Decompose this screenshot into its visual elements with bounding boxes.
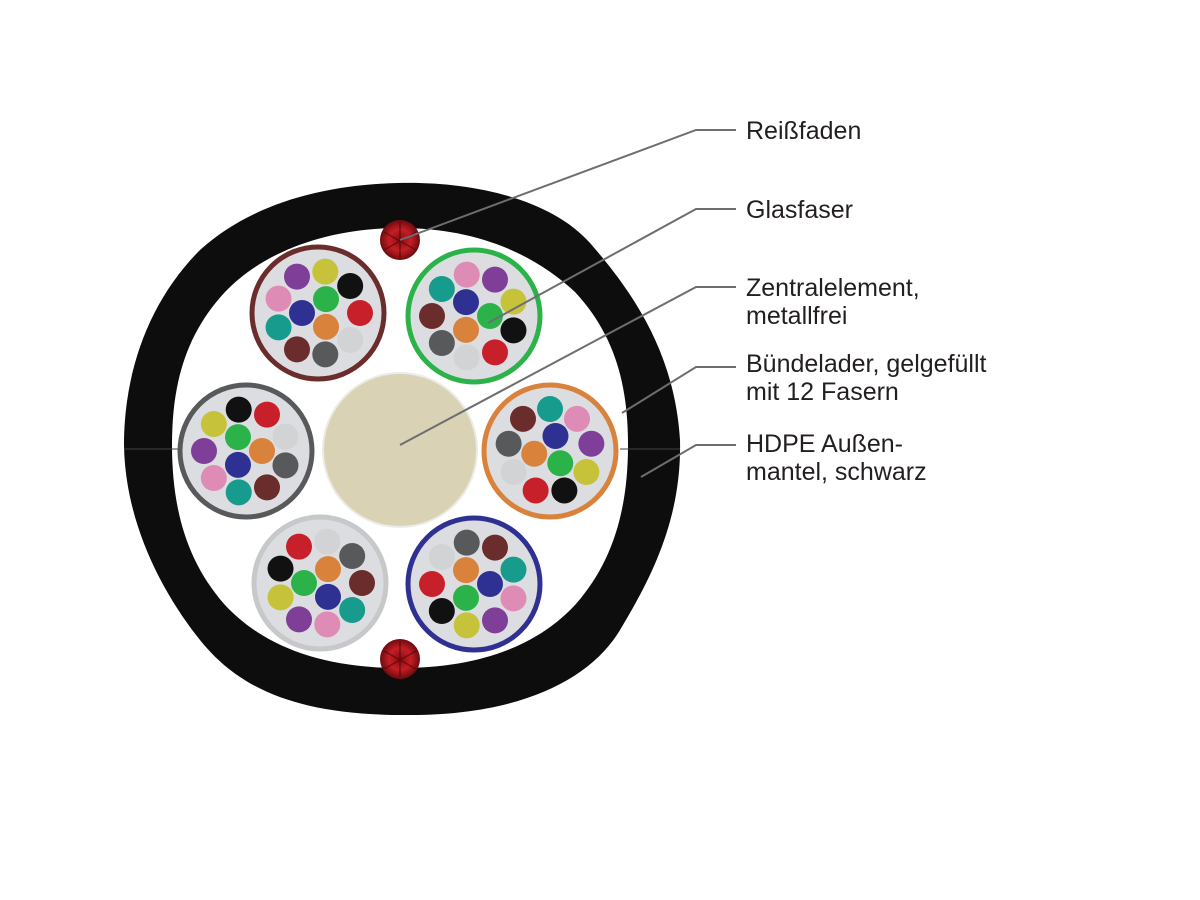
- fiber-blue: [315, 583, 341, 610]
- fiber-black: [428, 597, 455, 624]
- fiber-yellow: [500, 288, 527, 315]
- leader-line-sheath: [640, 444, 736, 478]
- fiber-pink: [314, 611, 341, 638]
- fiber-blue: [477, 571, 503, 597]
- fiber-red: [286, 533, 312, 560]
- fiber-black: [551, 477, 578, 504]
- central-element: [322, 372, 478, 528]
- fiber-brown: [510, 405, 537, 432]
- label-sheath-line1: HDPE Außen-: [746, 430, 903, 458]
- fiber-white: [500, 459, 527, 485]
- fiber-brown: [349, 570, 375, 596]
- fiber-blue: [542, 422, 569, 449]
- fiber-brown: [482, 534, 508, 561]
- buffer-tube: [405, 515, 543, 653]
- fiber-orange: [453, 557, 479, 584]
- fiber-white: [337, 326, 364, 353]
- fiber-orange: [313, 313, 339, 340]
- fiber-violet: [286, 606, 312, 633]
- fiber-orange: [453, 316, 479, 343]
- buffer-tube: [177, 382, 315, 520]
- buffer-tube: [405, 247, 543, 385]
- fiber-red: [347, 300, 373, 326]
- fiber-yellow: [312, 258, 339, 285]
- fiber-teal: [265, 314, 292, 341]
- fiber-green: [225, 424, 251, 451]
- fiber-green: [313, 286, 339, 313]
- label-tube-line1: Bündelader, gelgefüllt: [746, 350, 987, 378]
- fiber-orange: [521, 440, 548, 467]
- leader-line-ripcord: [399, 129, 736, 241]
- buffer-tube: [251, 514, 389, 652]
- fiber-orange: [249, 438, 275, 464]
- fiber-gray: [428, 329, 455, 356]
- fiber-black: [500, 317, 527, 344]
- fiber-violet: [284, 263, 310, 290]
- fiber-gray: [272, 452, 299, 479]
- fiber-gray: [495, 430, 522, 457]
- fiber-green: [547, 450, 574, 477]
- fiber-white: [428, 544, 455, 571]
- fiber-blue: [289, 300, 315, 326]
- fiber-violet: [578, 430, 605, 457]
- fiber-green: [477, 303, 503, 329]
- callout-labels: Reißfaden Glasfaser Zentralelement, meta…: [746, 117, 987, 486]
- ripcord-bottom: [380, 639, 420, 679]
- fiber-violet: [482, 607, 508, 634]
- fiber-teal: [537, 396, 563, 422]
- fiber-brown: [254, 474, 280, 501]
- leader-lines: [399, 129, 736, 478]
- fiber-white: [272, 423, 299, 450]
- fiber-red: [482, 339, 508, 366]
- fiber-white: [453, 344, 480, 371]
- buffer-tubes: [177, 244, 619, 653]
- fiber-teal: [500, 556, 527, 583]
- buffer-tube: [249, 244, 387, 382]
- label-fiber: Glasfaser: [746, 196, 853, 224]
- fiber-black: [267, 555, 294, 582]
- fiber-pink: [200, 464, 227, 491]
- leader-line-central: [399, 286, 736, 446]
- fiber-yellow: [267, 584, 294, 611]
- label-central-line1: Zentralelement,: [746, 274, 920, 302]
- fiber-gray: [312, 341, 339, 368]
- leader-line-fiber: [487, 208, 736, 324]
- fiber-yellow: [453, 612, 480, 639]
- fiber-orange: [315, 556, 341, 583]
- fiber-red: [254, 401, 280, 428]
- fiber-pink: [563, 405, 590, 432]
- fiber-pink: [453, 261, 480, 288]
- fiber-yellow: [573, 459, 600, 485]
- fiber-teal: [225, 479, 252, 506]
- fiber-white: [314, 528, 341, 555]
- fiber-blue: [453, 289, 479, 316]
- fiber-violet: [482, 266, 508, 293]
- fiber-red: [522, 477, 549, 504]
- fiber-green: [453, 584, 479, 611]
- fiber-pink: [265, 285, 292, 312]
- buffer-tube: [481, 382, 619, 520]
- fiber-blue: [225, 451, 251, 478]
- fiber-black: [337, 273, 364, 300]
- fiber-teal: [428, 276, 455, 303]
- fiber-violet: [191, 438, 217, 464]
- fiber-red: [419, 571, 445, 597]
- label-sheath-line2: mantel, schwarz: [746, 458, 927, 486]
- fiber-teal: [339, 596, 366, 623]
- label-tube-line2: mit 12 Fasern: [746, 378, 899, 406]
- fiber-black: [225, 396, 252, 423]
- fiber-gray: [453, 529, 480, 556]
- fiber-green: [291, 570, 317, 596]
- label-central-line2: metallfrei: [746, 302, 847, 330]
- fiber-gray: [339, 543, 366, 570]
- fiber-yellow: [200, 411, 227, 438]
- fiber-brown: [419, 303, 445, 329]
- fiber-brown: [284, 336, 310, 363]
- label-ripcord: Reißfaden: [746, 117, 861, 145]
- fiber-pink: [500, 585, 527, 612]
- leader-line-tube: [621, 366, 736, 414]
